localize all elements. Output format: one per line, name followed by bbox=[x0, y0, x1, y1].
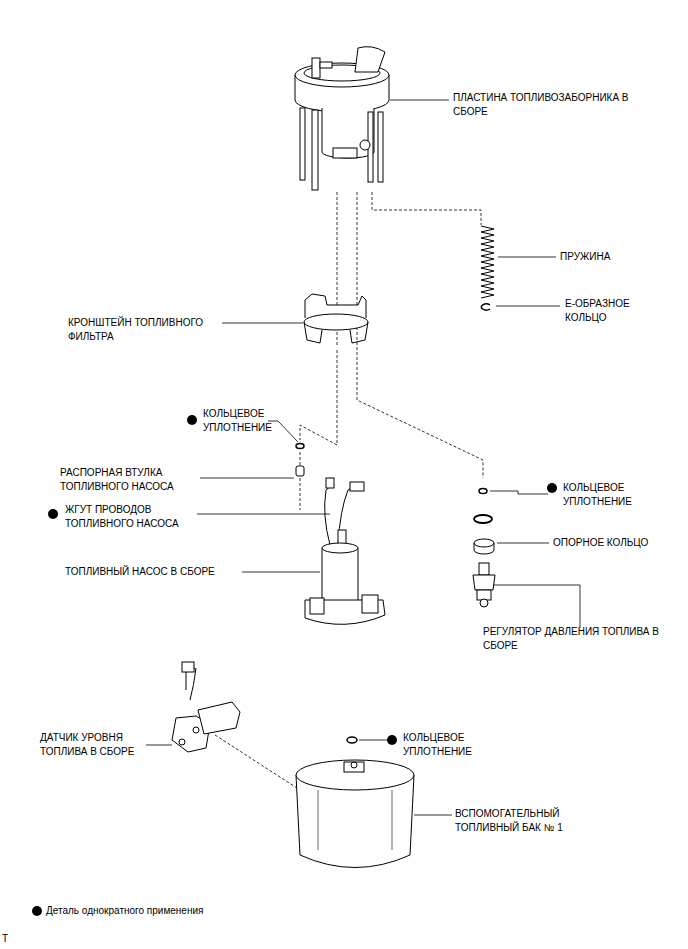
fuel-pump bbox=[322, 543, 358, 553]
fuel-suction-plate bbox=[333, 148, 357, 158]
leader-line bbox=[200, 478, 294, 479]
spring bbox=[481, 226, 494, 298]
leader-line bbox=[414, 815, 452, 816]
fuel-suction-plate bbox=[300, 108, 305, 180]
single-use-mark bbox=[387, 735, 397, 745]
e-ring bbox=[481, 304, 490, 310]
fuel-level-sensor bbox=[172, 662, 240, 752]
part-name: ЖГУТ ПРОВОДОВ ТОПЛИВНОГО НАСОСА bbox=[65, 503, 200, 531]
sub-fuel-tank bbox=[296, 760, 414, 790]
assembly-line bbox=[300, 452, 301, 465]
fuel-suction-plate bbox=[355, 47, 385, 72]
part-name: ВСПОМОГАТЕЛЬНЫЙ ТОПЛИВНЫЙ БАК № 1 bbox=[455, 807, 615, 835]
fuel-suction-plate bbox=[378, 112, 383, 182]
o-ring bbox=[479, 489, 487, 494]
part-name: РЕГУЛЯТОР ДАВЛЕНИЯ ТОПЛИВА В СБОРЕ bbox=[483, 625, 673, 653]
fuel-suction-plate bbox=[312, 110, 318, 190]
part-name: Е-ОБРАЗНОЕ КОЛЬЦО bbox=[565, 297, 655, 325]
assembly-line bbox=[300, 350, 337, 445]
leader-line bbox=[222, 323, 303, 324]
part-name: КОЛЬЦЕВОЕ УПЛОТНЕНИЕ bbox=[563, 481, 658, 509]
assembly-line bbox=[357, 192, 483, 478]
legend-text: Деталь однократного применения bbox=[46, 904, 203, 918]
pressure-regulator bbox=[473, 563, 495, 607]
sub-fuel-tank bbox=[318, 790, 392, 850]
leader-line bbox=[242, 572, 320, 573]
assembly-line bbox=[215, 735, 300, 790]
assembly-line bbox=[372, 192, 481, 225]
single-use-mark bbox=[32, 906, 42, 916]
leader-line bbox=[268, 421, 298, 442]
leader-line bbox=[390, 100, 449, 101]
leader-line bbox=[146, 100, 580, 815]
leader-line bbox=[496, 306, 560, 307]
pump-spacer bbox=[296, 466, 304, 476]
filter-bracket bbox=[304, 322, 368, 343]
fuel-pump bbox=[310, 598, 324, 614]
leader-line bbox=[359, 740, 388, 741]
filter-bracket bbox=[304, 314, 368, 330]
assembly-line bbox=[300, 478, 301, 510]
leader-line bbox=[498, 257, 556, 258]
leader-line bbox=[490, 491, 548, 494]
o-ring bbox=[474, 515, 492, 523]
single-use-mark bbox=[547, 483, 557, 493]
pump-spacer bbox=[296, 466, 304, 476]
o-ring bbox=[474, 515, 492, 523]
leader-line bbox=[146, 745, 172, 746]
fuel-pump bbox=[362, 595, 378, 613]
o-ring bbox=[479, 489, 487, 494]
o-ring bbox=[296, 444, 304, 449]
single-use-mark bbox=[48, 509, 58, 519]
pressure-regulator bbox=[479, 563, 489, 575]
part-name: КОЛЬЦЕВОЕ УПЛОТНЕНИЕ bbox=[403, 731, 498, 759]
assembly-line bbox=[215, 192, 483, 790]
fuel-suction-plate bbox=[295, 47, 389, 190]
sub-fuel-tank bbox=[296, 760, 414, 868]
leader-line bbox=[497, 543, 549, 544]
fuel-level-sensor bbox=[179, 739, 185, 745]
leader-line bbox=[197, 514, 330, 515]
pump-harness bbox=[326, 478, 334, 488]
sub-fuel-tank bbox=[351, 762, 357, 768]
part-name: ОПОРНОЕ КОЛЬЦО bbox=[553, 536, 673, 550]
single-use-mark bbox=[187, 415, 197, 425]
support-ring bbox=[474, 539, 494, 554]
pressure-regulator bbox=[473, 575, 495, 590]
e-ring bbox=[481, 304, 490, 310]
o-ring bbox=[347, 737, 357, 743]
single-use-mark bbox=[32, 415, 557, 916]
part-name: ПРУЖИНА bbox=[560, 250, 650, 264]
corner-mark: T bbox=[2, 932, 22, 946]
fuel-level-sensor bbox=[182, 662, 194, 672]
sub-fuel-tank bbox=[344, 762, 364, 772]
leader-line bbox=[493, 585, 580, 628]
part-name: КРОНШТЕЙН ТОПЛИВНОГО ФИЛЬТРА bbox=[68, 316, 218, 344]
part-name: КОЛЬЦЕВОЕ УПЛОТНЕНИЕ bbox=[203, 407, 298, 435]
o-ring bbox=[296, 444, 304, 449]
fuel-level-sensor bbox=[198, 702, 240, 734]
fuel-pump bbox=[305, 530, 385, 624]
fuel-suction-plate bbox=[322, 108, 374, 158]
part-name: ПЛАСТИНА ТОПЛИВОЗАБОРНИКА В СБОРЕ bbox=[453, 91, 631, 119]
fuel-level-sensor bbox=[193, 727, 199, 733]
part-name: РАСПОРНАЯ ВТУЛКА ТОПЛИВНОГО НАСОСА bbox=[60, 466, 200, 494]
pressure-regulator bbox=[480, 599, 488, 607]
fuel-level-sensor bbox=[186, 668, 196, 700]
o-ring bbox=[347, 737, 357, 743]
spring bbox=[481, 226, 494, 298]
fuel-suction-plate bbox=[320, 62, 332, 68]
fuel-suction-plate bbox=[312, 58, 320, 78]
pump-harness bbox=[350, 482, 364, 491]
part-name: ТОПЛИВНЫЙ НАСОС В СБОРЕ bbox=[65, 565, 245, 579]
filter-bracket bbox=[304, 294, 368, 343]
fuel-pump bbox=[322, 548, 358, 605]
part-name: ДАТЧИК УРОВНЯ ТОПЛИВА В СБОРЕ bbox=[40, 731, 148, 759]
fuel-suction-plate bbox=[360, 140, 370, 150]
support-ring bbox=[474, 539, 494, 547]
